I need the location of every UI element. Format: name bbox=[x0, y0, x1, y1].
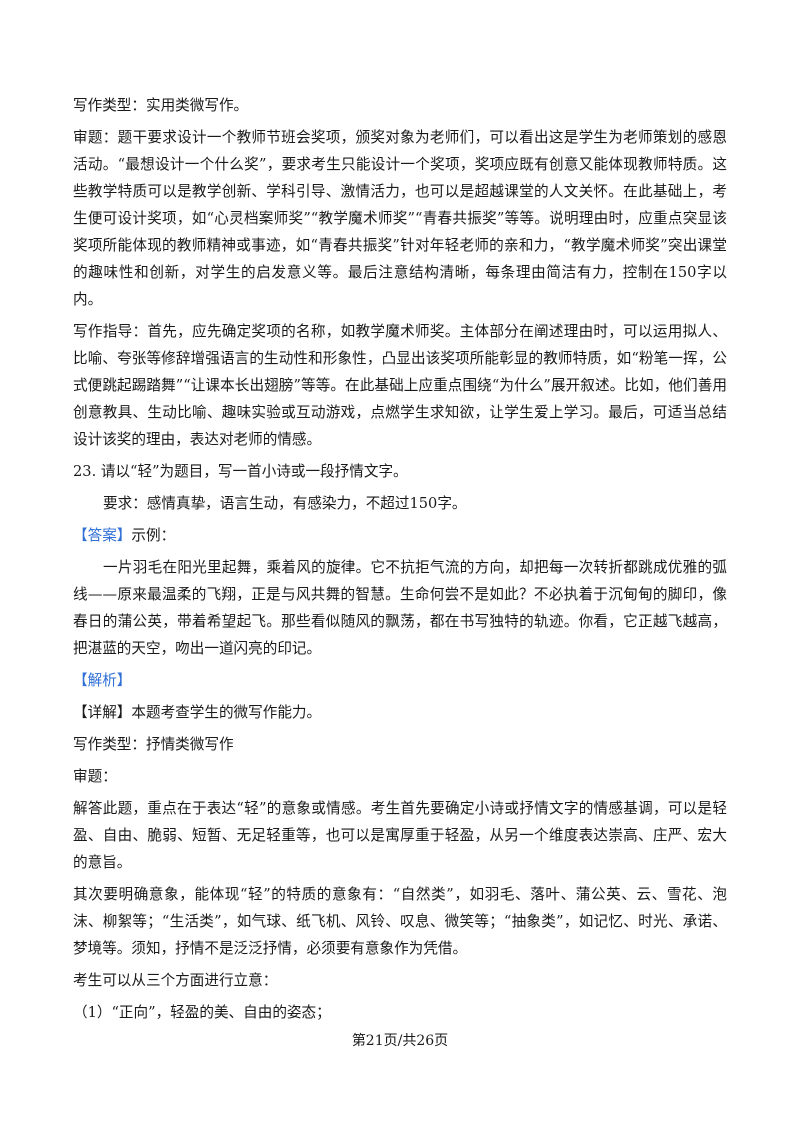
question-requirement: 要求：感情真挚，语言生动，有感染力，不超过150字。 bbox=[103, 495, 467, 512]
theme-item-1: （1）“正向”，轻盈的美、自由的姿态； bbox=[73, 1004, 331, 1021]
explanation-line: 【解析】 bbox=[73, 667, 727, 694]
theme-intro: 考生可以从三个方面进行立意： bbox=[73, 972, 278, 989]
explanation-label: 【解析】 bbox=[73, 672, 132, 689]
paragraph-analysis: 审题：题干要求设计一个教师节班会奖项，颁奖对象为老师们，可以看出这是学生为老师策… bbox=[73, 129, 727, 308]
paragraph-writing-type: 写作类型：实用类微写作。 bbox=[73, 97, 249, 114]
writing-type-2: 写作类型：抒情类微写作 bbox=[73, 736, 234, 753]
question-23: 23. 请以“轻”为题目，写一首小诗或一段抒情文字。 bbox=[73, 463, 408, 480]
paragraph-guidance: 写作指导：首先，应先确定奖项的名称，如教学魔术师奖。主体部分在阐述理由时，可以运… bbox=[73, 323, 727, 448]
answer-intro: 示例： bbox=[131, 527, 176, 544]
page-content: 写作类型：实用类微写作。 审题：题干要求设计一个教师节班会奖项，颁奖对象为老师们… bbox=[73, 92, 727, 1026]
analysis-heading: 审题： bbox=[73, 768, 117, 785]
answer-line: 【答案】示例： bbox=[73, 522, 727, 549]
page-number: 第21页/共26页 bbox=[351, 1033, 449, 1049]
answer-label: 【答案】 bbox=[73, 527, 132, 544]
detail-line: 【详解】本题考查学生的微写作能力。 bbox=[73, 704, 322, 721]
imagery-paragraph: 其次要明确意象，能体现“轻”的特质的意象有：“自然类”，如羽毛、落叶、蒲公英、云… bbox=[73, 886, 727, 957]
answer-approach: 解答此题，重点在于表达“轻”的意象或情感。考生首先要确定小诗或抒情文字的情感基调… bbox=[73, 800, 727, 871]
answer-sample: 一片羽毛在阳光里起舞，乘着风的旋律。它不抗拒气流的方向，却把每一次转折都跳成优雅… bbox=[73, 559, 727, 657]
